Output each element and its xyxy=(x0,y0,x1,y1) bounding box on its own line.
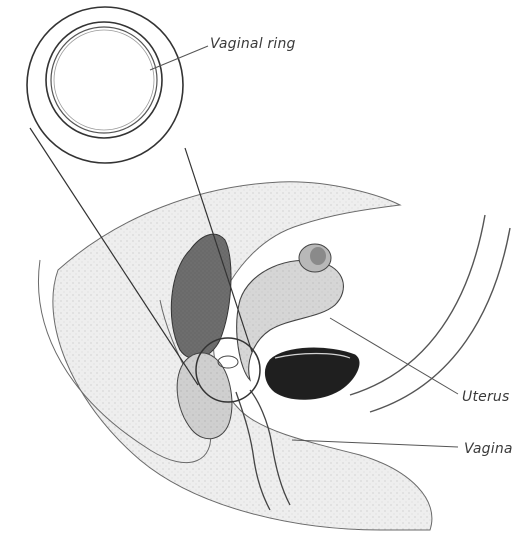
label-vagina: Vagina xyxy=(464,441,513,457)
bladder-cavity xyxy=(265,348,359,399)
back-curve xyxy=(350,215,485,395)
label-uterus: Uterus xyxy=(462,389,509,405)
label-vaginal-ring: Vaginal ring xyxy=(210,36,296,52)
